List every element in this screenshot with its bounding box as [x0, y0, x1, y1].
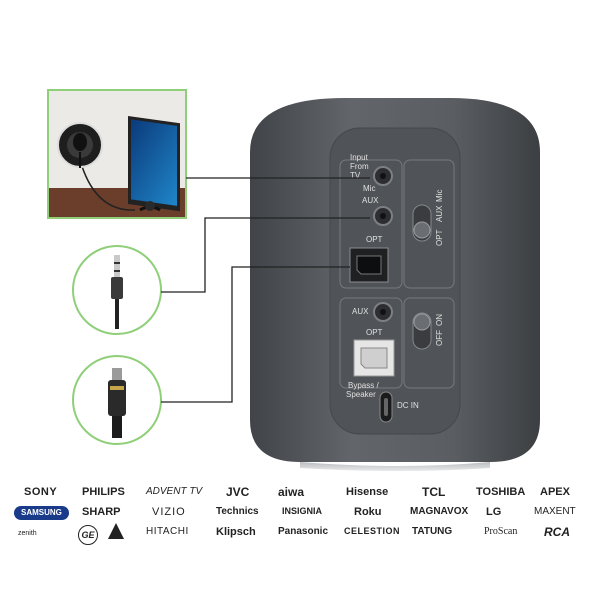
power-switch[interactable] [412, 312, 432, 350]
input-selector-switch[interactable] [412, 204, 432, 242]
aux-out-port [373, 302, 393, 322]
brand-lg: LG [486, 506, 502, 518]
optical-plug-image [72, 355, 162, 445]
aux2-label: AUX [352, 307, 369, 316]
brand-zenith: zenith [18, 530, 37, 537]
optical-out-port [353, 339, 395, 377]
brand-roku: Roku [354, 506, 382, 518]
dc-in-label: DC IN [397, 401, 419, 410]
brand-panasonic: Panasonic [278, 526, 329, 537]
mic-label: Mic [363, 184, 375, 193]
brand-klipsch: Klipsch [216, 526, 256, 538]
brand-hitachi: HITACHI [146, 526, 189, 537]
mic-port [373, 166, 393, 186]
switch1-label-opt: OPT [435, 229, 444, 246]
aux-port [373, 206, 393, 226]
brand-maxent: MAXENT [534, 506, 576, 517]
brand-tcl: TCL [422, 485, 446, 499]
brand-aiwa: aiwa [278, 485, 305, 499]
switch2-label-on: ON [435, 314, 444, 326]
brand-apex: APEX [540, 486, 570, 498]
brand-ge: GE [78, 525, 98, 545]
brand-mitsubishi-icon [108, 523, 124, 539]
brand-magnavox: MAGNAVOX [410, 506, 469, 517]
switch1-label-aux: AUX [435, 205, 444, 222]
brand-sharp: SHARP [82, 506, 121, 518]
tv-inset-photo [47, 89, 187, 219]
brand-samsung: SAMSUNG [14, 506, 69, 520]
brand-vizio: VIZIO [152, 506, 186, 518]
brand-technics: Technics [216, 506, 259, 517]
switch2-label-off: OFF [435, 330, 444, 346]
brand-jvc: JVC [226, 485, 250, 499]
brand-philips: PHILIPS [82, 486, 125, 498]
brand-hisense: Hisense [346, 486, 389, 498]
brand-proscan: ProScan [484, 526, 518, 537]
brand-sony: SONY [24, 486, 58, 498]
aux-plug-image [72, 245, 162, 335]
aux-label: AUX [362, 196, 379, 205]
opt2-label: OPT [366, 328, 383, 337]
connector-lines [161, 177, 370, 403]
optical-port [349, 247, 389, 283]
brand-advent: ADVENT TV [146, 486, 203, 497]
dc-in-port [379, 391, 393, 423]
brand-rca: RCA [544, 525, 570, 539]
opt-label: OPT [366, 235, 383, 244]
brand-toshiba: TOSHIBA [476, 486, 526, 498]
bypass-speaker-label: Bypass /Speaker [346, 381, 379, 399]
brand-celestion: CELESTION [344, 526, 401, 536]
brand-tatung: TATUNG [412, 526, 453, 537]
switch1-label-mic: Mic [435, 190, 444, 202]
brand-insignia: INSIGNIA [282, 506, 323, 516]
